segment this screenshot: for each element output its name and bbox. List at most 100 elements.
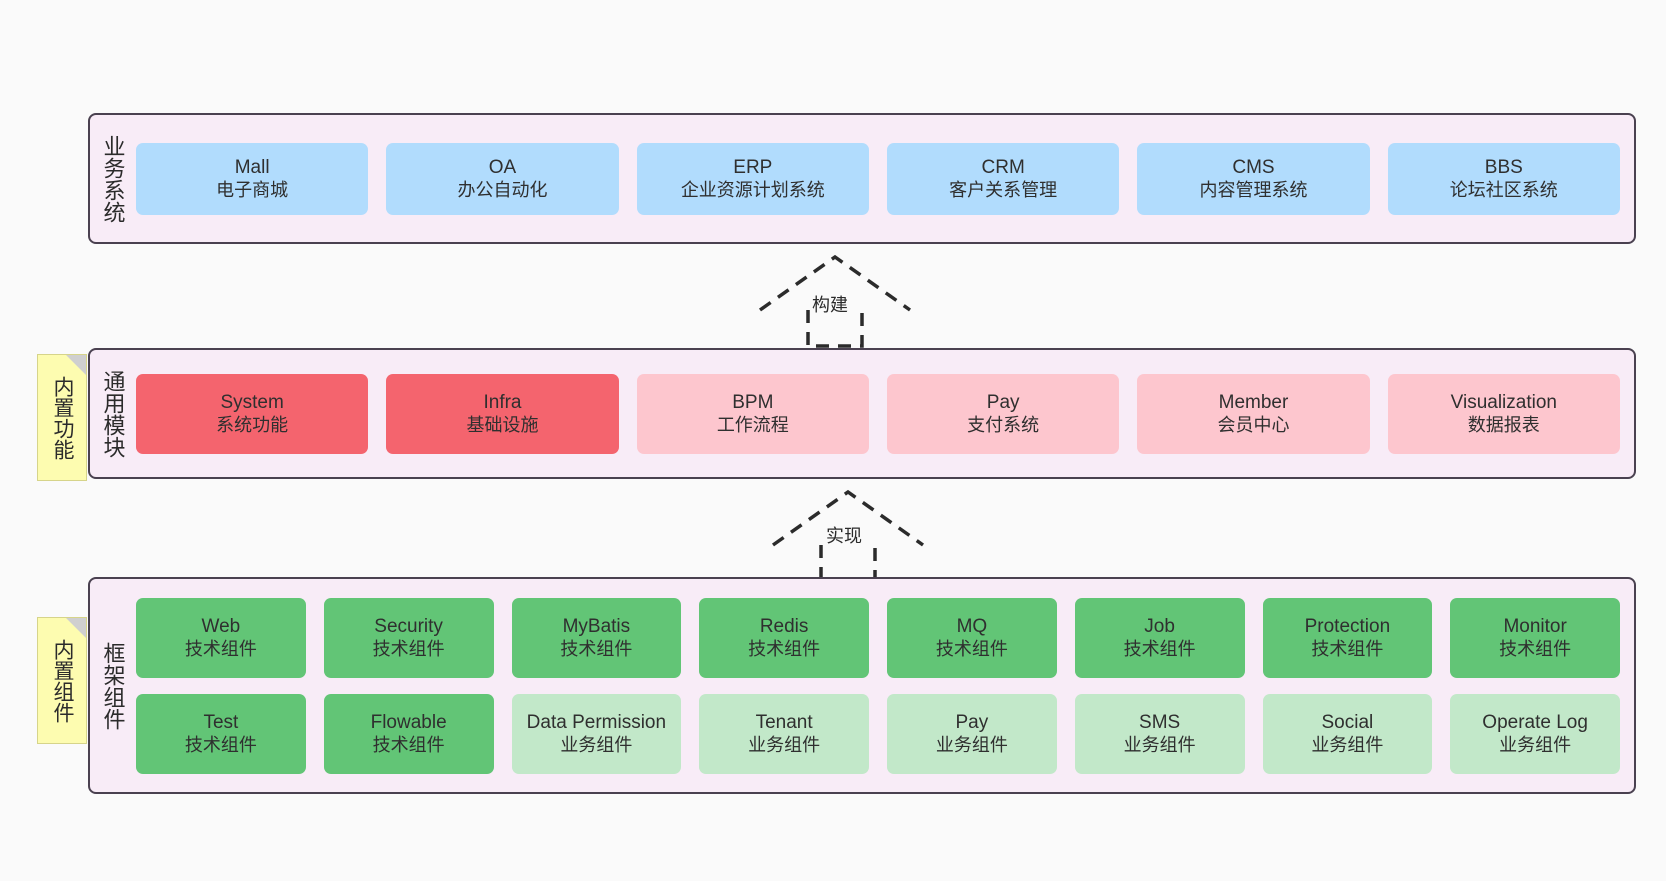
card-protection-subtitle: 技术组件 — [1311, 639, 1384, 660]
card-sms[interactable]: SMS 业务组件 — [1074, 693, 1245, 774]
note-fold-icon — [66, 618, 86, 638]
card-data-permission[interactable]: Data Permission 业务组件 — [511, 693, 682, 774]
card-tenant-subtitle: 业务组件 — [748, 735, 821, 756]
card-mall-title: Mall — [234, 156, 270, 178]
card-crm-subtitle: 客户关系管理 — [949, 180, 1058, 201]
card-pay-component-title: Pay — [955, 711, 989, 733]
card-security-title: Security — [374, 615, 443, 637]
note-builtin-components: 内置组件 — [37, 617, 87, 744]
card-flowable[interactable]: Flowable 技术组件 — [323, 693, 494, 774]
card-mybatis-subtitle: 技术组件 — [560, 639, 633, 660]
card-erp-subtitle: 企业资源计划系统 — [680, 180, 825, 201]
card-mybatis-title: MyBatis — [562, 615, 631, 637]
layer-general-modules-title: 通用模块 — [100, 369, 126, 458]
card-flowable-title: Flowable — [370, 711, 447, 733]
card-protection-title: Protection — [1304, 615, 1391, 637]
card-cms-subtitle: 内容管理系统 — [1199, 180, 1308, 201]
card-social-title: Social — [1321, 711, 1374, 733]
implement-arrow-shaft — [819, 545, 877, 583]
layer-general-modules-body: System 系统功能 Infra 基础设施 BPM 工作流程 Pay 支付系统… — [136, 350, 1634, 477]
card-crm[interactable]: CRM 客户关系管理 — [886, 142, 1120, 215]
build-arrow-label: 构建 — [812, 295, 848, 315]
card-pay-component-subtitle: 业务组件 — [935, 735, 1008, 756]
card-data-permission-subtitle: 业务组件 — [560, 735, 633, 756]
card-mybatis[interactable]: MyBatis 技术组件 — [511, 597, 682, 678]
card-erp-title: ERP — [733, 156, 773, 178]
business-systems-row: Mall 电子商城 OA 办公自动化 ERP 企业资源计划系统 CRM 客户关系… — [136, 142, 1620, 215]
card-tenant[interactable]: Tenant 业务组件 — [699, 693, 869, 774]
general-modules-row: System 系统功能 Infra 基础设施 BPM 工作流程 Pay 支付系统… — [136, 373, 1620, 454]
card-redis[interactable]: Redis 技术组件 — [699, 597, 869, 678]
card-operate-log-subtitle: 业务组件 — [1499, 735, 1572, 756]
card-tenant-title: Tenant — [755, 711, 813, 733]
layer-framework-components-body: Web 技术组件 Security 技术组件 MyBatis 技术组件 Redi… — [136, 579, 1634, 792]
card-erp[interactable]: ERP 企业资源计划系统 — [636, 142, 869, 215]
card-test-title: Test — [203, 711, 239, 733]
note-builtin-components-label: 内置组件 — [50, 638, 74, 723]
card-redis-title: Redis — [759, 615, 809, 637]
card-monitor[interactable]: Monitor 技术组件 — [1450, 597, 1620, 678]
card-cms[interactable]: CMS 内容管理系统 — [1137, 142, 1370, 215]
card-bpm[interactable]: BPM 工作流程 — [636, 373, 869, 454]
card-infra-subtitle: 基础设施 — [466, 415, 539, 436]
implement-arrow-label: 实现 — [826, 526, 862, 546]
card-social[interactable]: Social 业务组件 — [1262, 693, 1433, 774]
card-redis-subtitle: 技术组件 — [748, 639, 821, 660]
note-fold-icon — [66, 355, 86, 375]
card-infra-title: Infra — [483, 391, 522, 413]
card-cms-title: CMS — [1232, 156, 1275, 178]
card-web-subtitle: 技术组件 — [184, 639, 257, 660]
card-member-subtitle: 会员中心 — [1217, 415, 1290, 436]
card-oa[interactable]: OA 办公自动化 — [386, 142, 619, 215]
card-operate-log[interactable]: Operate Log 业务组件 — [1450, 693, 1620, 774]
card-job[interactable]: Job 技术组件 — [1074, 597, 1245, 678]
card-data-permission-title: Data Permission — [526, 711, 667, 733]
card-bbs-title: BBS — [1484, 156, 1523, 178]
card-bbs-subtitle: 论坛社区系统 — [1449, 180, 1558, 201]
layer-framework-components-title: 框架组件 — [100, 641, 126, 730]
card-system-title: System — [220, 391, 284, 413]
card-sms-subtitle: 业务组件 — [1123, 735, 1196, 756]
card-oa-subtitle: 办公自动化 — [457, 180, 548, 201]
card-bbs[interactable]: BBS 论坛社区系统 — [1387, 142, 1620, 215]
layer-business-systems-title: 业务系统 — [100, 134, 126, 223]
card-visualization[interactable]: Visualization 数据报表 — [1387, 373, 1620, 454]
card-security-subtitle: 技术组件 — [372, 639, 445, 660]
layer-business-systems: 业务系统 Mall 电子商城 OA 办公自动化 ERP 企业资源计划系统 CRM… — [88, 113, 1636, 244]
layer-general-modules: 通用模块 System 系统功能 Infra 基础设施 BPM 工作流程 Pay… — [88, 348, 1636, 479]
framework-tech-row: Web 技术组件 Security 技术组件 MyBatis 技术组件 Redi… — [136, 597, 1620, 678]
card-flowable-subtitle: 技术组件 — [372, 735, 445, 756]
card-job-title: Job — [1144, 615, 1175, 637]
card-pay-module[interactable]: Pay 支付系统 — [886, 373, 1120, 454]
card-test[interactable]: Test 技术组件 — [136, 693, 306, 774]
card-mq-subtitle: 技术组件 — [935, 639, 1008, 660]
card-protection[interactable]: Protection 技术组件 — [1262, 597, 1433, 678]
card-web[interactable]: Web 技术组件 — [136, 597, 306, 678]
card-monitor-title: Monitor — [1503, 615, 1567, 637]
card-system[interactable]: System 系统功能 — [136, 373, 369, 454]
card-pay-component[interactable]: Pay 业务组件 — [887, 693, 1057, 774]
card-operate-log-title: Operate Log — [1482, 711, 1588, 733]
framework-business-row: Test 技术组件 Flowable 技术组件 Data Permission … — [136, 693, 1620, 774]
card-visualization-title: Visualization — [1450, 391, 1557, 413]
card-mq[interactable]: MQ 技术组件 — [887, 597, 1057, 678]
note-builtin-features: 内置功能 — [37, 354, 87, 481]
card-member-title: Member — [1218, 391, 1289, 413]
card-mall-subtitle: 电子商城 — [216, 180, 289, 201]
card-mq-title: MQ — [956, 615, 988, 637]
card-bpm-title: BPM — [732, 391, 774, 413]
layer-framework-components: 框架组件 Web 技术组件 Security 技术组件 MyBatis 技术组件… — [88, 577, 1636, 794]
card-member[interactable]: Member 会员中心 — [1137, 373, 1370, 454]
card-pay-module-subtitle: 支付系统 — [967, 415, 1040, 436]
card-bpm-subtitle: 工作流程 — [716, 415, 789, 436]
card-oa-title: OA — [488, 156, 517, 178]
card-pay-module-title: Pay — [986, 391, 1020, 413]
layer-business-systems-body: Mall 电子商城 OA 办公自动化 ERP 企业资源计划系统 CRM 客户关系… — [136, 115, 1634, 242]
card-social-subtitle: 业务组件 — [1311, 735, 1384, 756]
card-mall[interactable]: Mall 电子商城 — [136, 142, 369, 215]
card-crm-title: CRM — [981, 156, 1025, 178]
card-system-subtitle: 系统功能 — [216, 415, 289, 436]
note-builtin-features-label: 内置功能 — [50, 375, 74, 460]
card-security[interactable]: Security 技术组件 — [323, 597, 494, 678]
card-infra[interactable]: Infra 基础设施 — [386, 373, 619, 454]
